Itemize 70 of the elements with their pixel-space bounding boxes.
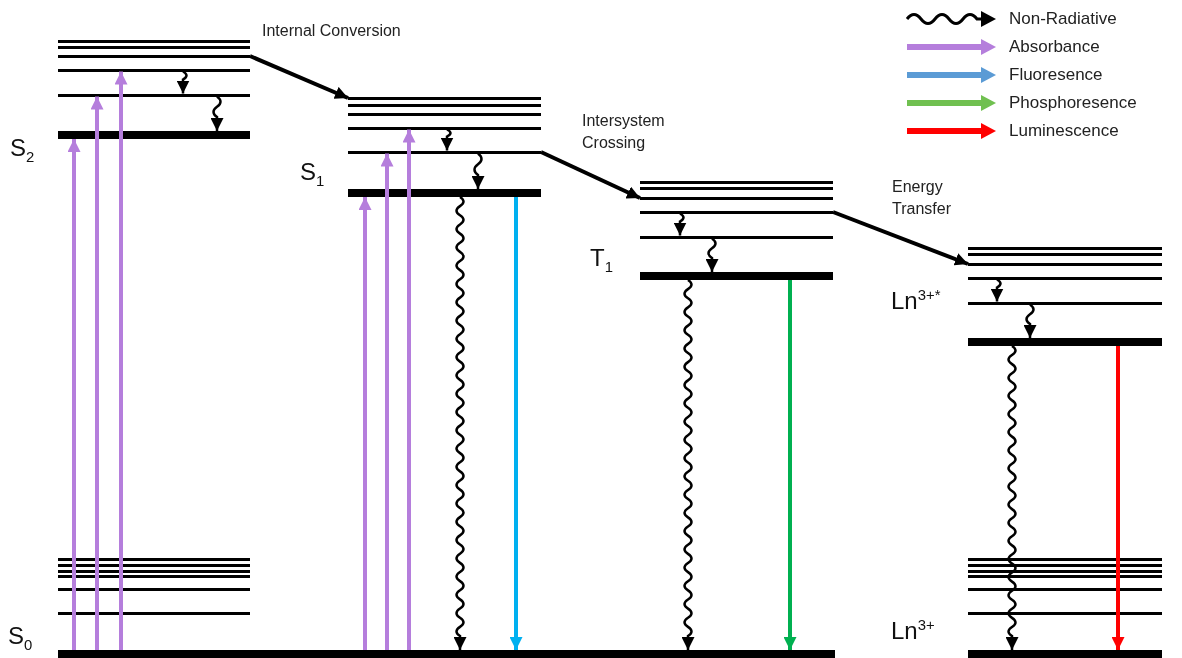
energy-level [58, 574, 250, 578]
energy-level [58, 39, 250, 43]
arrow [783, 280, 797, 650]
wavy-arrow [440, 128, 454, 151]
energy-level [58, 587, 250, 591]
energy-level [968, 276, 1162, 280]
state-label: S$_{0}$ [8, 624, 33, 653]
arrow [832, 210, 969, 266]
energy-level [58, 68, 250, 72]
energy-level [640, 180, 833, 184]
ground-energy-level [640, 272, 833, 280]
legend-label: Absorbance [1009, 37, 1100, 57]
legend-label: Phosphoresence [1009, 93, 1137, 113]
wavy-arrow [705, 237, 719, 272]
energy-level [640, 235, 833, 239]
wavy-arrow [1023, 303, 1037, 338]
ground-energy-level [58, 131, 250, 139]
legend-label: Luminescence [1009, 121, 1119, 141]
energy-level [348, 103, 541, 107]
wavy-arrow [990, 278, 1004, 302]
arrow [509, 197, 523, 650]
energy-level [968, 569, 1162, 573]
arrow [114, 71, 128, 650]
energy-level [968, 246, 1162, 250]
energy-level [58, 563, 250, 567]
ground-energy-level [348, 189, 541, 197]
wavy-arrow [210, 95, 224, 131]
energy-level [58, 45, 250, 49]
energy-level [968, 611, 1162, 615]
energy-level [640, 210, 833, 214]
energy-level [640, 186, 833, 190]
legend-label: Non-Radiative [1009, 9, 1117, 29]
ground-energy-level [968, 338, 1162, 346]
energy-level [968, 563, 1162, 567]
legend-label: Fluoresence [1009, 65, 1103, 85]
arrow [67, 139, 81, 650]
energy-level [58, 54, 250, 58]
wavy-arrow [176, 70, 190, 94]
arrow [90, 96, 104, 650]
energy-level [58, 569, 250, 573]
energy-level [968, 574, 1162, 578]
state-label: T$_{1}$ [590, 246, 613, 275]
state-label: S$_{2}$ [10, 136, 35, 165]
arrow [380, 153, 394, 650]
energy-level [348, 150, 541, 154]
energy-level [348, 96, 541, 100]
arrow [358, 197, 372, 650]
energy-level [348, 126, 541, 130]
energy-level [58, 611, 250, 615]
energy-level [968, 252, 1162, 256]
energy-level [968, 557, 1162, 561]
energy-level [348, 112, 541, 116]
ground-energy-level [968, 650, 1162, 658]
energy-level [640, 196, 833, 200]
energy-level [58, 93, 250, 97]
state-label: Ln$^{3+*}$ [891, 288, 941, 313]
wavy-arrow [453, 196, 467, 650]
state-label: S$_{1}$ [300, 160, 325, 189]
arrow [1111, 346, 1125, 650]
state-label: Ln$^{3+}$ [891, 618, 935, 643]
energy-level [968, 587, 1162, 591]
ground-energy-level [58, 650, 835, 658]
arrow [402, 129, 416, 650]
energy-level [58, 557, 250, 561]
wavy-arrow [1005, 345, 1019, 650]
energy-level [968, 301, 1162, 305]
energy-level [968, 262, 1162, 266]
wavy-arrow [681, 279, 695, 650]
wavy-arrow [673, 212, 687, 236]
arrow [540, 150, 641, 200]
